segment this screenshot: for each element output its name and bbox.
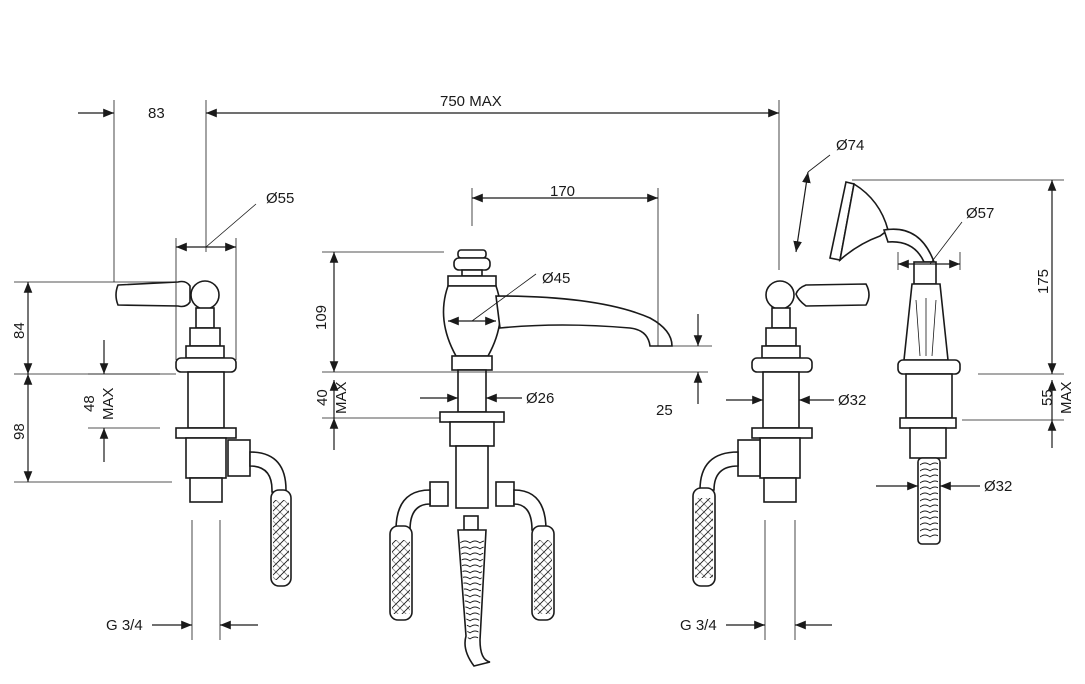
dim-diameter-32-valve: Ø32 (838, 392, 866, 409)
dim-55: 55 (1039, 389, 1056, 406)
dimension-labels: 83 750 MAX Ø55 170 Ø45 109 84 48 MAX 98 … (11, 93, 1075, 634)
dim-55-max: MAX (1058, 381, 1075, 414)
dim-25: 25 (656, 402, 673, 419)
dim-diameter-45: Ø45 (542, 270, 570, 287)
dim-83: 83 (148, 105, 165, 122)
dim-diameter-57: Ø57 (966, 205, 994, 222)
spout (389, 249, 673, 667)
dimension-lines (14, 100, 1064, 630)
dim-40: 40 (314, 389, 331, 406)
left-valve (115, 280, 292, 640)
dim-diameter-26: Ø26 (526, 390, 554, 407)
dim-48: 48 (81, 395, 98, 412)
dim-84: 84 (11, 322, 28, 339)
hand-shower (829, 181, 961, 545)
dim-diameter-55: Ø55 (266, 190, 294, 207)
dim-170: 170 (550, 183, 575, 200)
dim-48-max: MAX (100, 387, 117, 420)
thread-g34-right: G 3/4 (680, 617, 717, 634)
dim-diameter-74: Ø74 (836, 137, 864, 154)
dim-diameter-32-shower: Ø32 (984, 478, 1012, 495)
thread-g34-left: G 3/4 (106, 617, 143, 634)
dim-98: 98 (11, 423, 28, 440)
dim-40-max: MAX (333, 381, 350, 414)
dim-109: 109 (313, 305, 330, 330)
right-valve (692, 280, 870, 640)
dim-750-max: 750 MAX (440, 93, 502, 110)
dim-175: 175 (1035, 269, 1052, 294)
